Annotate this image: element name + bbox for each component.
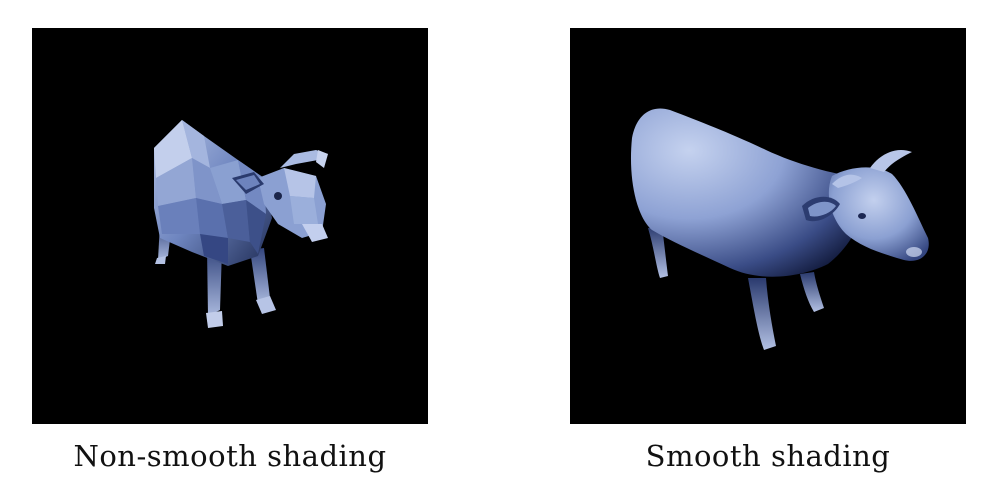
- faceted-cow-icon: [154, 120, 328, 328]
- smooth-cow-render: [570, 28, 966, 424]
- caption-smooth-shading: Smooth shading: [645, 439, 891, 473]
- smooth-cow-icon: [630, 108, 929, 350]
- faceted-cow-render: [32, 28, 428, 424]
- caption-non-smooth-shading: Non-smooth shading: [73, 439, 387, 473]
